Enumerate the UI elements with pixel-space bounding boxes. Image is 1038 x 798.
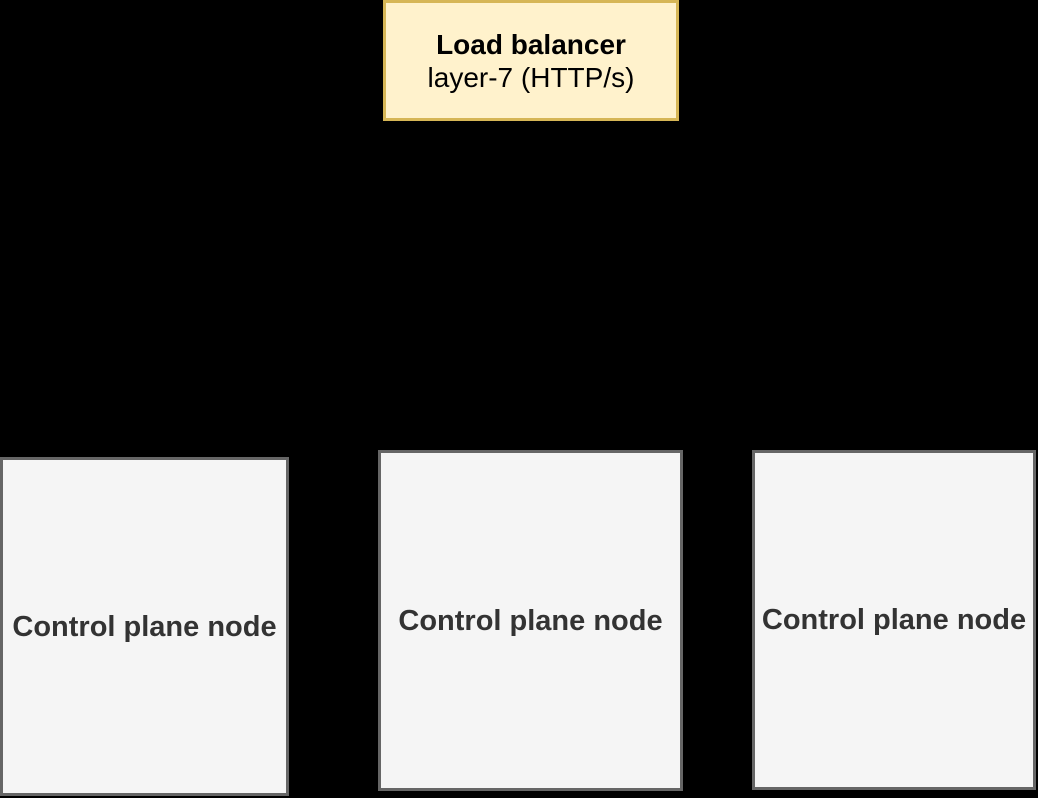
- control-plane-node-1: Control plane node: [0, 457, 289, 796]
- control-plane-node-3-label: Control plane node: [761, 604, 1027, 636]
- control-plane-node-2-label: Control plane node: [398, 604, 663, 637]
- load-balancer-subtitle: layer-7 (HTTP/s): [427, 61, 635, 93]
- load-balancer-node: Load balancer layer-7 (HTTP/s): [383, 0, 679, 121]
- load-balancer-title: Load balancer: [436, 28, 626, 60]
- control-plane-node-2: Control plane node: [378, 450, 683, 791]
- control-plane-node-3: Control plane node: [752, 450, 1036, 790]
- control-plane-node-1-label: Control plane node: [12, 610, 277, 643]
